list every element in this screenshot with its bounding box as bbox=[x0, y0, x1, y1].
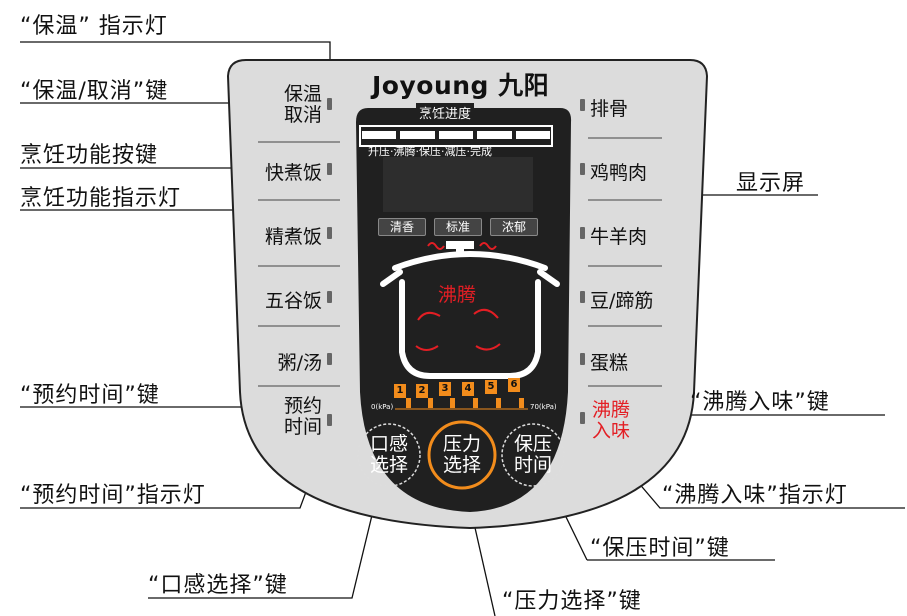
porridge-soup-indicator bbox=[327, 353, 332, 365]
bean-tendon-key[interactable]: 豆/蹄筋 bbox=[590, 290, 654, 312]
beef-lamb-key[interactable]: 牛羊肉 bbox=[590, 226, 648, 248]
progress-title: 烹饪进度 bbox=[416, 103, 475, 122]
pressure-level-5: 5 bbox=[485, 380, 497, 394]
progress-steps: 升压·沸腾·保压·减压·完成 bbox=[368, 145, 492, 158]
quick-rice-indicator bbox=[327, 163, 332, 175]
pressure-level-2: 2 bbox=[416, 384, 428, 398]
callout-cook-key: 烹饪功能按键 bbox=[20, 143, 159, 168]
callout-pressure-key: “压力选择”键 bbox=[502, 589, 642, 614]
boil-flavor-indicator bbox=[580, 412, 585, 424]
pressure-select-button[interactable]: 压力选择 bbox=[442, 433, 481, 476]
callout-taste-key: “口感选择”键 bbox=[148, 573, 288, 598]
brand-cn: 九阳 bbox=[498, 71, 550, 100]
callout-cook-light: 烹饪功能指示灯 bbox=[20, 186, 182, 211]
fine-rice-key[interactable]: 精煮饭 bbox=[264, 226, 322, 248]
progress-bar bbox=[362, 131, 551, 139]
cake-indicator bbox=[580, 353, 585, 365]
cake-key[interactable]: 蛋糕 bbox=[590, 352, 629, 374]
callout-timer-key: “预约时间”键 bbox=[20, 383, 160, 408]
poultry-indicator bbox=[580, 163, 585, 175]
callout-keep-warm-light: “保温” 指示灯 bbox=[20, 14, 168, 39]
fine-rice-indicator bbox=[327, 227, 332, 239]
grain-rice-key[interactable]: 五谷饭 bbox=[264, 290, 322, 312]
callout-display: 显示屏 bbox=[736, 171, 806, 196]
beef-lamb-indicator bbox=[580, 227, 585, 239]
keep-warm-indicator bbox=[327, 98, 332, 110]
mode-fragrant-button[interactable]: 清香 bbox=[378, 218, 426, 236]
pressure-level-3: 3 bbox=[439, 382, 451, 396]
boil-flavor-key[interactable]: 沸腾入味 bbox=[592, 399, 631, 442]
bean-tendon-indicator bbox=[580, 291, 585, 303]
ribs-indicator bbox=[580, 99, 585, 111]
leader-taste-key bbox=[148, 481, 381, 599]
brand-latin: Joyoung bbox=[372, 71, 489, 100]
callout-hold-key: “保压时间”键 bbox=[590, 536, 730, 561]
grain-rice-indicator bbox=[327, 291, 332, 303]
pressure-level-1: 1 bbox=[394, 384, 406, 398]
pot-status-label: 沸腾 bbox=[438, 284, 477, 306]
poultry-key[interactable]: 鸡鸭肉 bbox=[590, 162, 648, 184]
keep-warm-cancel-key[interactable]: 保温取消 bbox=[283, 83, 322, 126]
pressure-max: 70(kPa) bbox=[530, 403, 557, 411]
porridge-soup-key[interactable]: 粥/汤 bbox=[277, 352, 322, 374]
pressure-level-6: 6 bbox=[508, 378, 520, 392]
timer-indicator bbox=[327, 414, 332, 426]
callout-keep-warm-key: “保温/取消”键 bbox=[20, 79, 169, 104]
hold-time-button[interactable]: 保压时间 bbox=[513, 433, 552, 476]
quick-rice-key[interactable]: 快煮饭 bbox=[264, 162, 322, 184]
timer-key[interactable]: 预约时间 bbox=[283, 395, 322, 438]
ribs-key[interactable]: 排骨 bbox=[590, 98, 629, 120]
mode-rich-button[interactable]: 浓郁 bbox=[490, 218, 538, 236]
callout-boil-key: “沸腾入味”键 bbox=[690, 390, 830, 415]
taste-select-button[interactable]: 口感选择 bbox=[369, 433, 408, 476]
callout-timer-light: “预约时间”指示灯 bbox=[20, 483, 206, 508]
mode-standard-button[interactable]: 标准 bbox=[434, 218, 482, 236]
pressure-min: 0(kPa) bbox=[371, 403, 394, 411]
pressure-level-4: 4 bbox=[462, 382, 474, 396]
callout-boil-light: “沸腾入味”指示灯 bbox=[662, 483, 848, 508]
brand-logo: Joyoung 九阳 bbox=[372, 66, 549, 102]
